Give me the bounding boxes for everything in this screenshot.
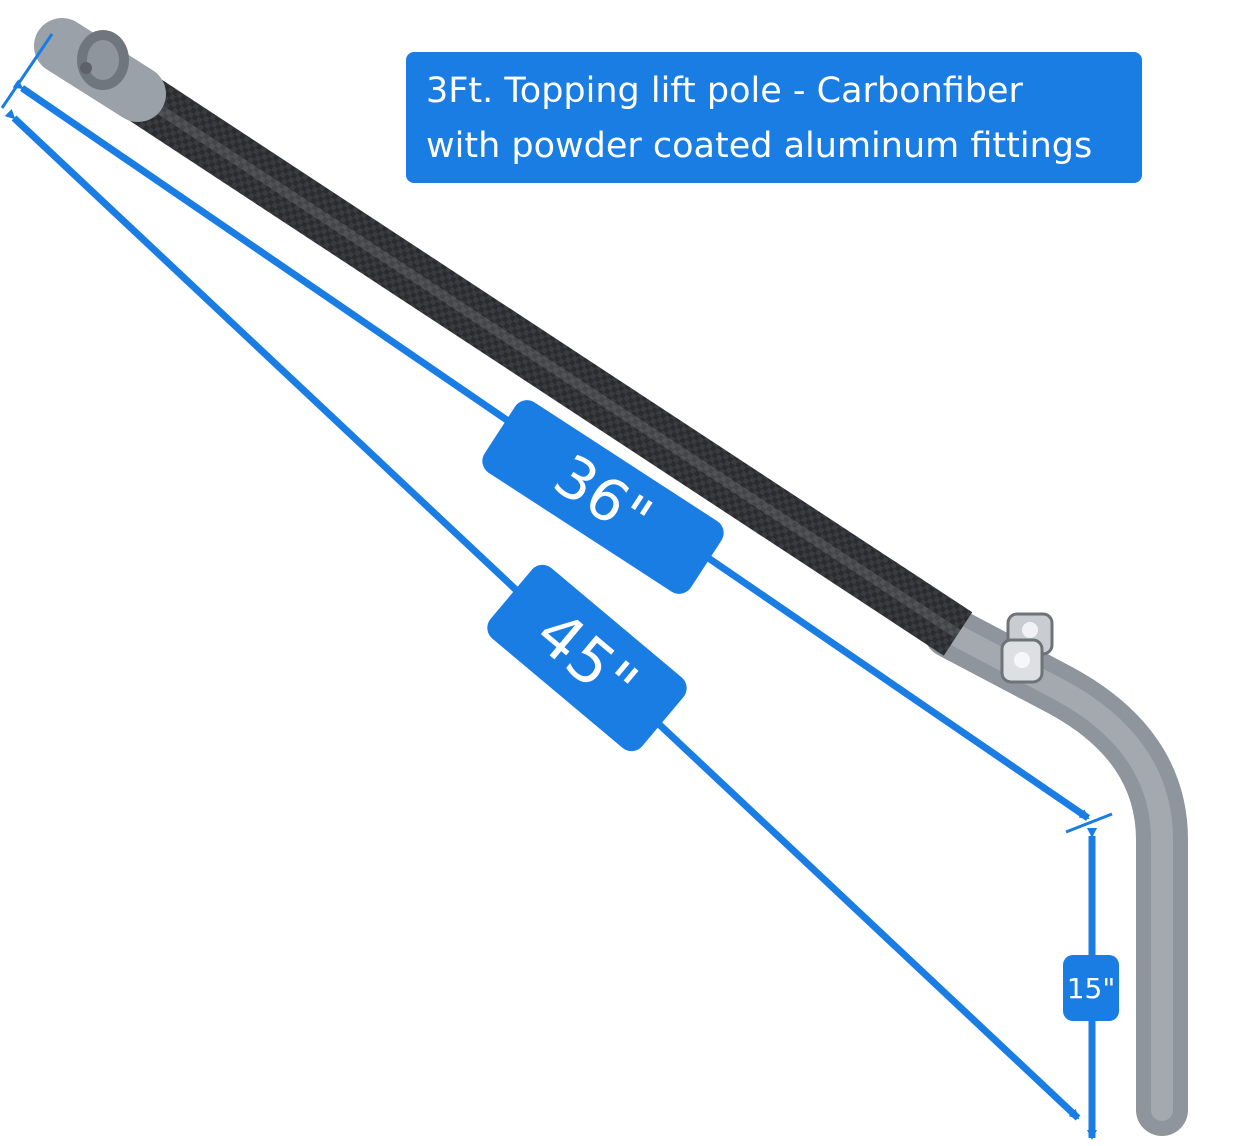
dimension-label-15: 15" xyxy=(1063,955,1119,1021)
title-line-1: 3Ft. Topping lift pole - Carbonfiber xyxy=(426,71,1023,111)
title-line-2: with powder coated aluminum fittings xyxy=(426,126,1093,166)
extension-lines xyxy=(0,33,1113,834)
product-title-banner: 3Ft. Topping lift pole - Carbonfiber wit… xyxy=(406,52,1142,183)
aluminum-bend-fitting xyxy=(924,606,1188,1136)
top-end-fitting xyxy=(34,18,166,122)
